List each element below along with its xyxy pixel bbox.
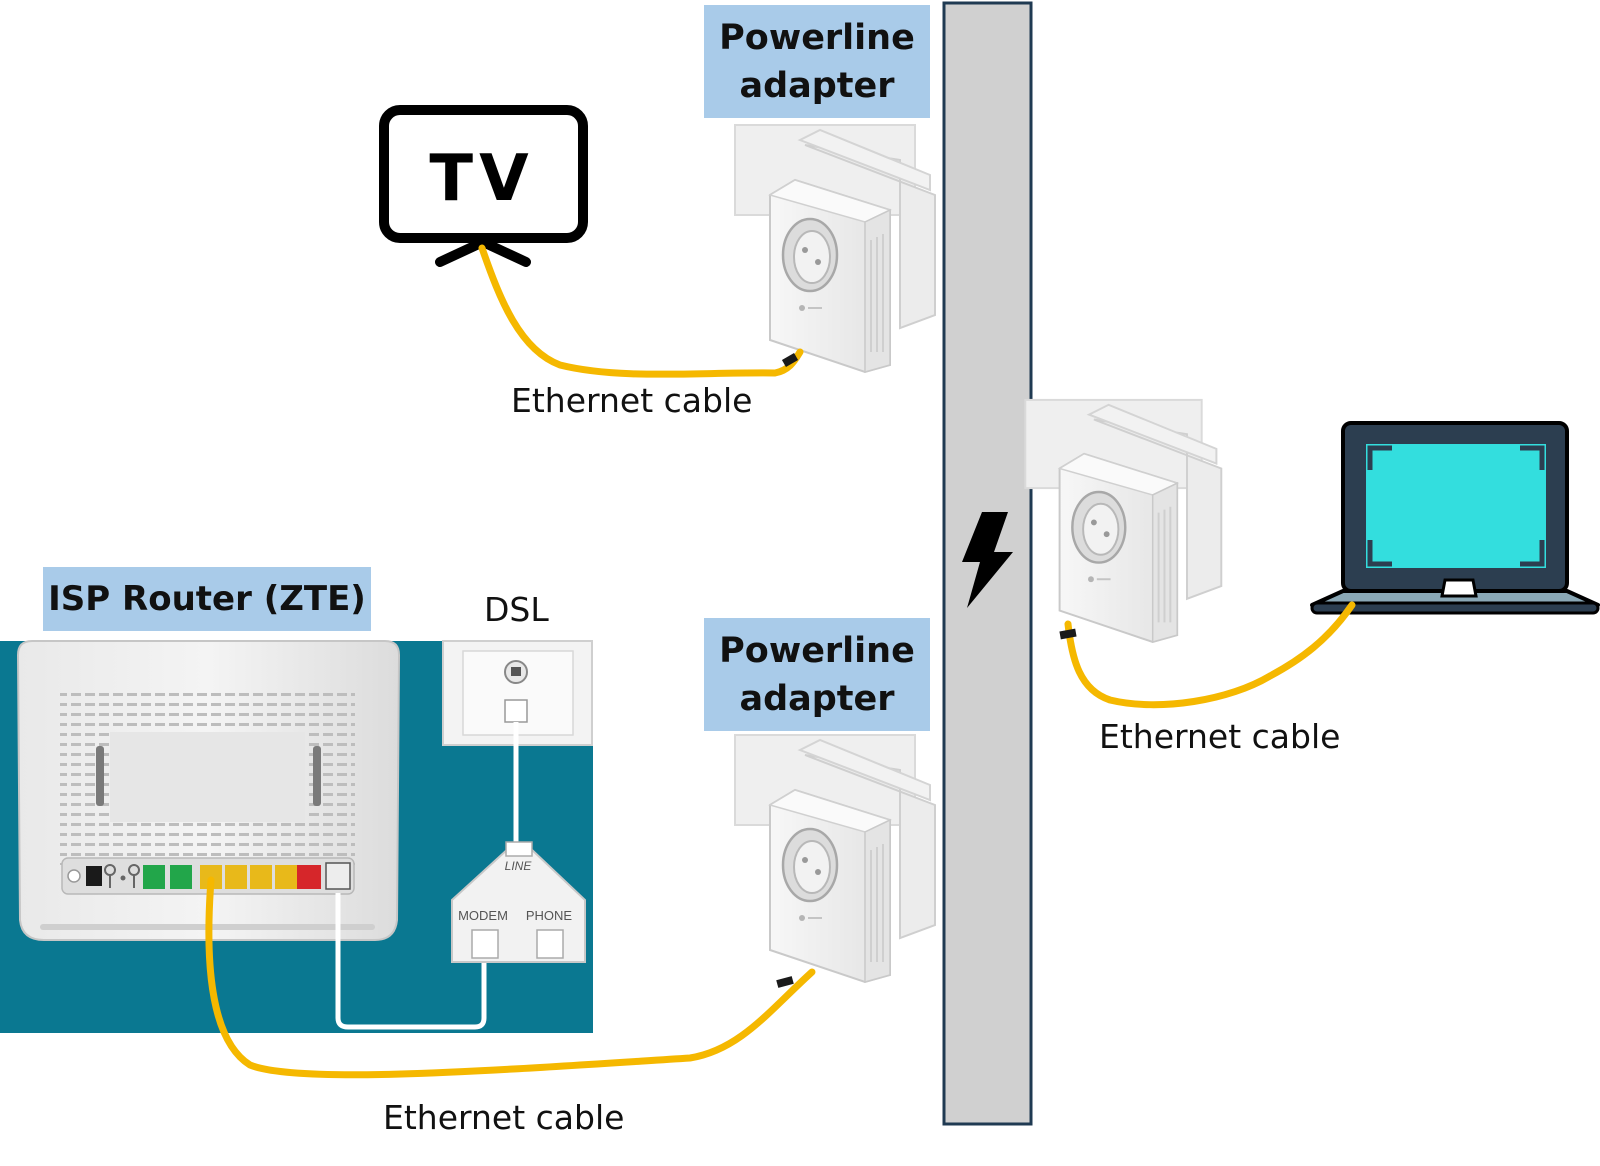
splitter-modem-label: MODEM xyxy=(458,908,508,923)
laptop-icon xyxy=(1310,421,1600,615)
splitter-line-label: LINE xyxy=(505,859,533,873)
powerline-adapter-bottom-label: Powerline adapter xyxy=(704,618,930,731)
ethernet-cable-laptop xyxy=(1064,601,1356,709)
splitter-phone-label: PHONE xyxy=(526,908,573,923)
ethernet-cable-router-label: Ethernet cable xyxy=(383,1098,625,1137)
tv-screen-label: TV xyxy=(429,142,534,216)
lightning-bolt-icon xyxy=(962,512,1013,608)
powerline-adapter-top-label: Powerline adapter xyxy=(704,5,930,118)
tv-icon: TV xyxy=(379,105,588,267)
dsl-label: DSL xyxy=(484,590,549,629)
dsl-wall-socket-icon xyxy=(442,640,593,746)
powerline-adapter-right xyxy=(1024,398,1223,644)
ethernet-cable-tv-label: Ethernet cable xyxy=(511,381,753,420)
powerline-adapter-bottom xyxy=(733,733,937,984)
powerline-adapter-top xyxy=(733,123,937,374)
dsl-modem-cable xyxy=(335,893,487,1030)
ethernet-cable-router xyxy=(205,876,816,1079)
router-icon xyxy=(16,640,401,941)
isp-router-label: ISP Router (ZTE) xyxy=(43,567,371,631)
ethernet-cable-laptop-label: Ethernet cable xyxy=(1099,717,1341,756)
dsl-splitter-icon: LINE MODEM PHONE xyxy=(451,841,586,963)
ethernet-cable-tv xyxy=(478,244,804,378)
